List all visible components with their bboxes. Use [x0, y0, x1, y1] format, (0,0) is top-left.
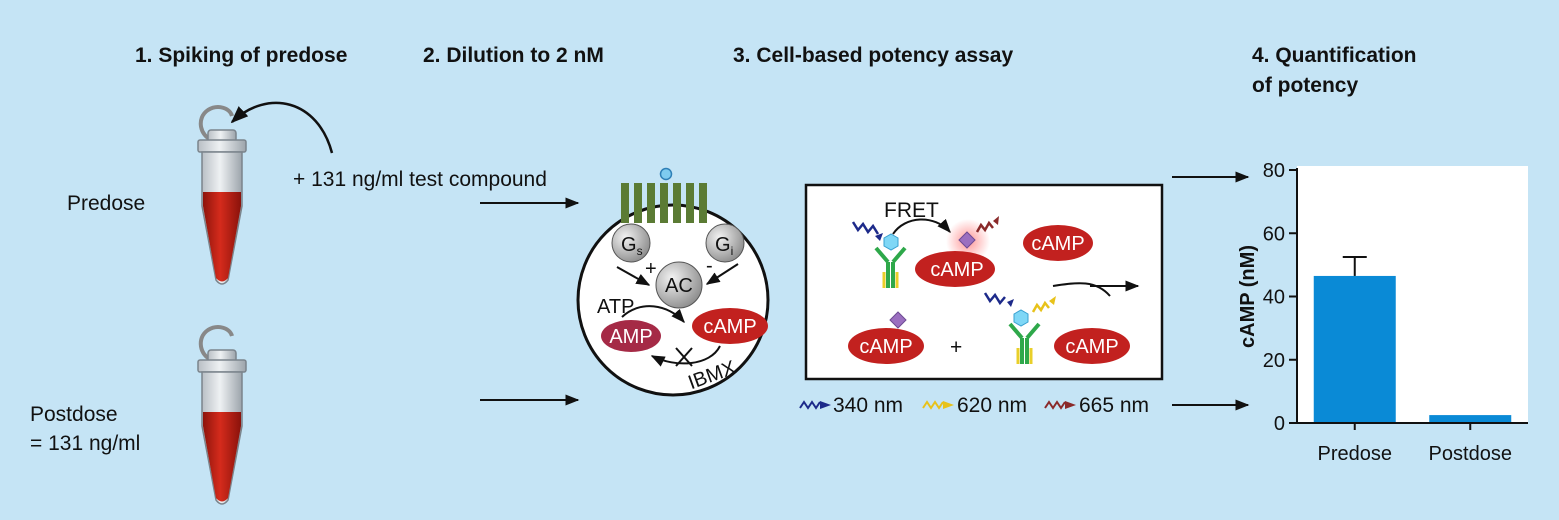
wave-665-icon — [1044, 400, 1066, 410]
cell-diagram: Gs Gi AC + - ATP cAMP AMP IBMX — [576, 167, 770, 397]
camp-labeled-label: cAMP — [859, 336, 912, 358]
gi-label: Gi — [715, 234, 733, 258]
acceptor-diamond-2-icon — [889, 311, 907, 329]
atp-to-camp-arrow — [621, 305, 685, 324]
donor-hexagon-icon — [883, 233, 899, 251]
gi-sphere-icon — [705, 223, 745, 263]
step-4-title-line1: 4. Quantification — [1252, 44, 1417, 67]
camp-cell-ellipse — [692, 308, 768, 344]
x-tick-label-postdose: Postdose — [1429, 443, 1512, 465]
x-tick-label-predose: Predose — [1318, 443, 1393, 465]
emission-665-wave-icon — [975, 220, 994, 233]
postdose-label-line2: = 131 ng/ml — [30, 432, 140, 455]
postdose-label-line1: Postdose — [30, 403, 118, 426]
y-tick-label-40: 40 — [1263, 287, 1285, 309]
y-tick-label-80: 80 — [1263, 160, 1285, 182]
gi-to-ac-arrow — [705, 263, 739, 285]
y-axis-title: cAMP (nM) — [1237, 245, 1259, 348]
camp-labeled-ellipse — [848, 328, 924, 364]
wavelength-620: 620 nm — [957, 394, 1027, 417]
y-tick-label-60: 60 — [1263, 223, 1285, 245]
camp-cell-label: cAMP — [703, 316, 756, 338]
ac-label: AC — [665, 275, 693, 297]
camp-free-label: cAMP — [1031, 233, 1084, 255]
assay-plus-sign: + — [950, 336, 962, 359]
acceptor-diamond-icon — [958, 231, 976, 249]
excitation-wave-icon — [851, 221, 880, 235]
wavelength-legend: 340 nm 620 nm 665 nm — [799, 394, 1149, 417]
atp-label: ATP — [597, 296, 634, 318]
amp-label: AMP — [609, 326, 652, 348]
camp-bar-chart: Predose Postdose 0 20 40 60 80 cAMP (nM) — [1237, 160, 1528, 465]
camp-bound-2-label: cAMP — [1065, 336, 1118, 358]
step-2-title: 2. Dilution to 2 nM — [423, 44, 604, 67]
fret-label: FRET — [884, 199, 939, 222]
gs-label: Gs — [621, 234, 643, 258]
receptor-icon — [621, 167, 707, 223]
y-tick-label-20: 20 — [1263, 350, 1285, 372]
camp-bound-2-ellipse — [1054, 328, 1130, 364]
wavelength-665: 665 nm — [1079, 394, 1149, 417]
gs-to-ac-arrow — [616, 266, 651, 286]
gs-sphere-icon — [611, 223, 651, 263]
predose-label: Predose — [67, 192, 145, 215]
ac-sphere-icon — [655, 261, 703, 309]
camp-bound-ellipse — [915, 251, 995, 287]
gi-minus-sign: - — [706, 255, 713, 277]
wave-340-icon — [799, 400, 821, 410]
predose-tube-icon — [196, 105, 248, 286]
step-4-title-line2: of potency — [1252, 74, 1358, 97]
fret-assay-panel: FRET cAMP cAMP cAMP + cAMP — [804, 183, 1164, 381]
camp-bound-label: cAMP — [930, 259, 983, 281]
gs-plus-sign: + — [645, 258, 657, 280]
displacement-curve-arrow — [1052, 282, 1111, 297]
postdose-tube-icon — [196, 325, 248, 506]
wavelength-340: 340 nm — [833, 394, 903, 417]
y-tick-label-0: 0 — [1274, 413, 1285, 435]
bar-postdose — [1429, 415, 1512, 423]
spike-curved-arrow — [230, 101, 334, 154]
wave-620-icon — [922, 400, 944, 410]
emission-620-wave-icon — [1031, 300, 1050, 313]
camp-free-ellipse — [1023, 225, 1093, 261]
bar-predose — [1313, 275, 1396, 423]
donor-hexagon-2-icon — [1013, 309, 1029, 327]
spike-label: + 131 ng/ml test compound — [293, 168, 547, 191]
ibmx-block-mark-2 — [675, 347, 693, 367]
amp-ellipse — [601, 320, 661, 352]
fret-arrow — [892, 218, 951, 235]
step-3-title: 3. Cell-based potency assay — [733, 44, 1013, 67]
step-1-title: 1. Spiking of predose — [135, 44, 347, 67]
camp-to-amp-arrow — [650, 345, 721, 367]
excitation-wave-2-icon — [983, 292, 1006, 306]
